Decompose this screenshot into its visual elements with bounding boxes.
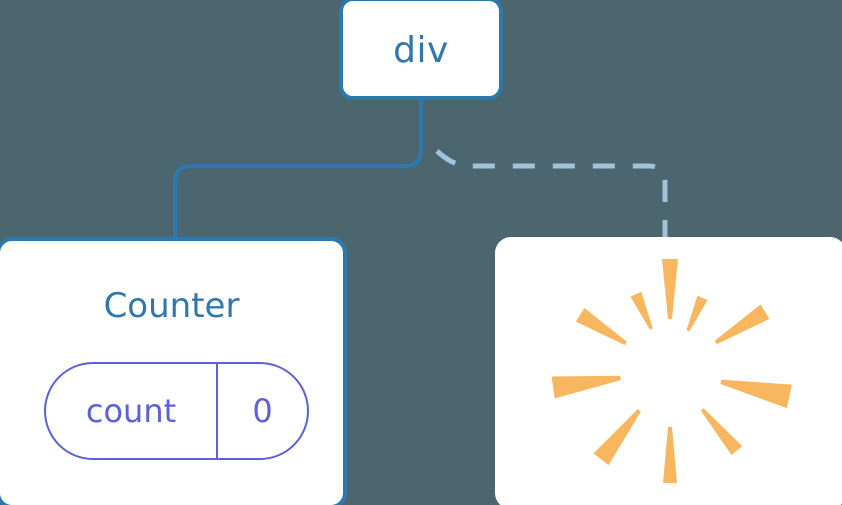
- ray-nw: [575, 308, 627, 346]
- edge-div-to-counter: [173, 97, 423, 241]
- edge-div-to-burst: [435, 149, 668, 239]
- prop-pill-count[interactable]: count 0: [44, 362, 309, 460]
- node-div[interactable]: div: [339, 0, 503, 100]
- ray-s: [663, 427, 677, 483]
- ray-w: [551, 375, 621, 399]
- ray-e: [720, 379, 792, 409]
- node-counter-title: Counter: [103, 286, 240, 326]
- ray-n: [662, 259, 678, 319]
- prop-pill-key: count: [85, 392, 177, 430]
- ray-nnw: [630, 291, 653, 330]
- burst-icon: [551, 259, 792, 483]
- ray-sw: [593, 409, 641, 466]
- ray-se: [700, 408, 743, 456]
- ray-ne: [714, 304, 770, 345]
- node-counter[interactable]: Counter count 0: [0, 237, 347, 505]
- node-div-label: div: [393, 29, 449, 71]
- prop-pill-value: 0: [216, 364, 307, 458]
- ray-nne: [686, 295, 708, 332]
- node-burst[interactable]: [495, 237, 842, 505]
